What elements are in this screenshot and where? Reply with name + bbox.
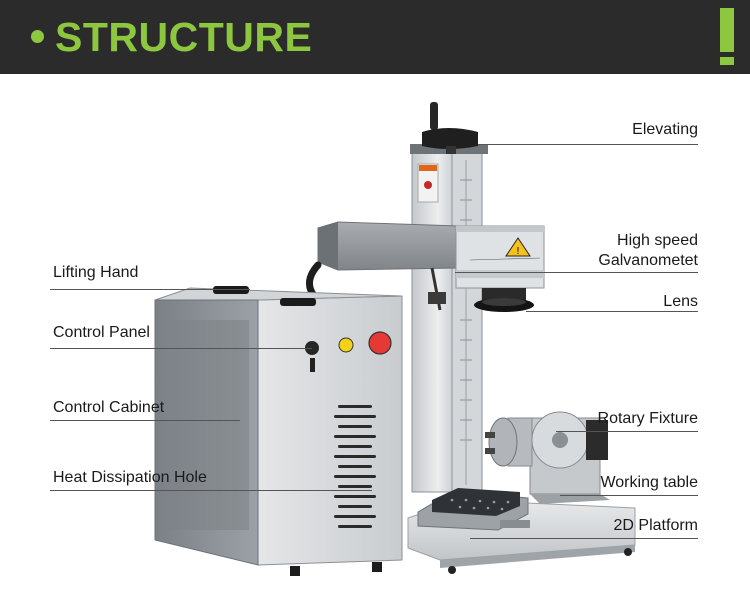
bullet-dot-icon	[31, 30, 44, 43]
control-cabinet	[154, 286, 403, 576]
label-control-cabinet: Control Cabinet	[53, 399, 165, 416]
label-lens: Lens	[663, 293, 698, 310]
leader-galvanometer	[455, 272, 698, 273]
laser-marking-machine-illustration: !	[154, 102, 636, 576]
leader-elevating	[478, 144, 698, 145]
label-working-table: Working table	[600, 474, 698, 491]
elevating-handle	[422, 102, 478, 154]
leader-control-panel	[50, 348, 312, 349]
label-galvanometer-line1: High speed	[617, 232, 698, 249]
label-lifting-hand: Lifting Hand	[53, 264, 139, 281]
leader-lens	[526, 311, 698, 312]
lens	[474, 288, 534, 312]
exclamation-mark-icon	[718, 8, 736, 66]
leader-rotary-fixture	[556, 431, 698, 432]
label-control-panel: Control Panel	[53, 324, 150, 341]
label-rotary-fixture: Rotary Fixture	[597, 410, 698, 427]
rotary-fixture	[485, 411, 610, 504]
leader-2d-platform	[470, 538, 698, 539]
leader-heat-dissipation-hole	[50, 490, 372, 491]
svg-text:!: !	[516, 246, 520, 257]
leader-lifting-hand	[50, 289, 250, 290]
elevating-column	[410, 144, 488, 493]
2d-platform	[417, 488, 530, 531]
galvanometer-head: !	[455, 225, 545, 289]
leader-control-cabinet	[50, 420, 240, 421]
label-2d-platform: 2D Platform	[613, 517, 698, 534]
label-elevating: Elevating	[632, 121, 698, 138]
label-galvanometer-line2: Galvanometet	[598, 252, 698, 269]
page-title: STRUCTURE	[55, 14, 313, 60]
header-bar: STRUCTURE	[0, 0, 750, 74]
leader-working-table	[560, 495, 698, 496]
label-heat-dissipation-hole: Heat Dissipation Hole	[53, 469, 207, 486]
